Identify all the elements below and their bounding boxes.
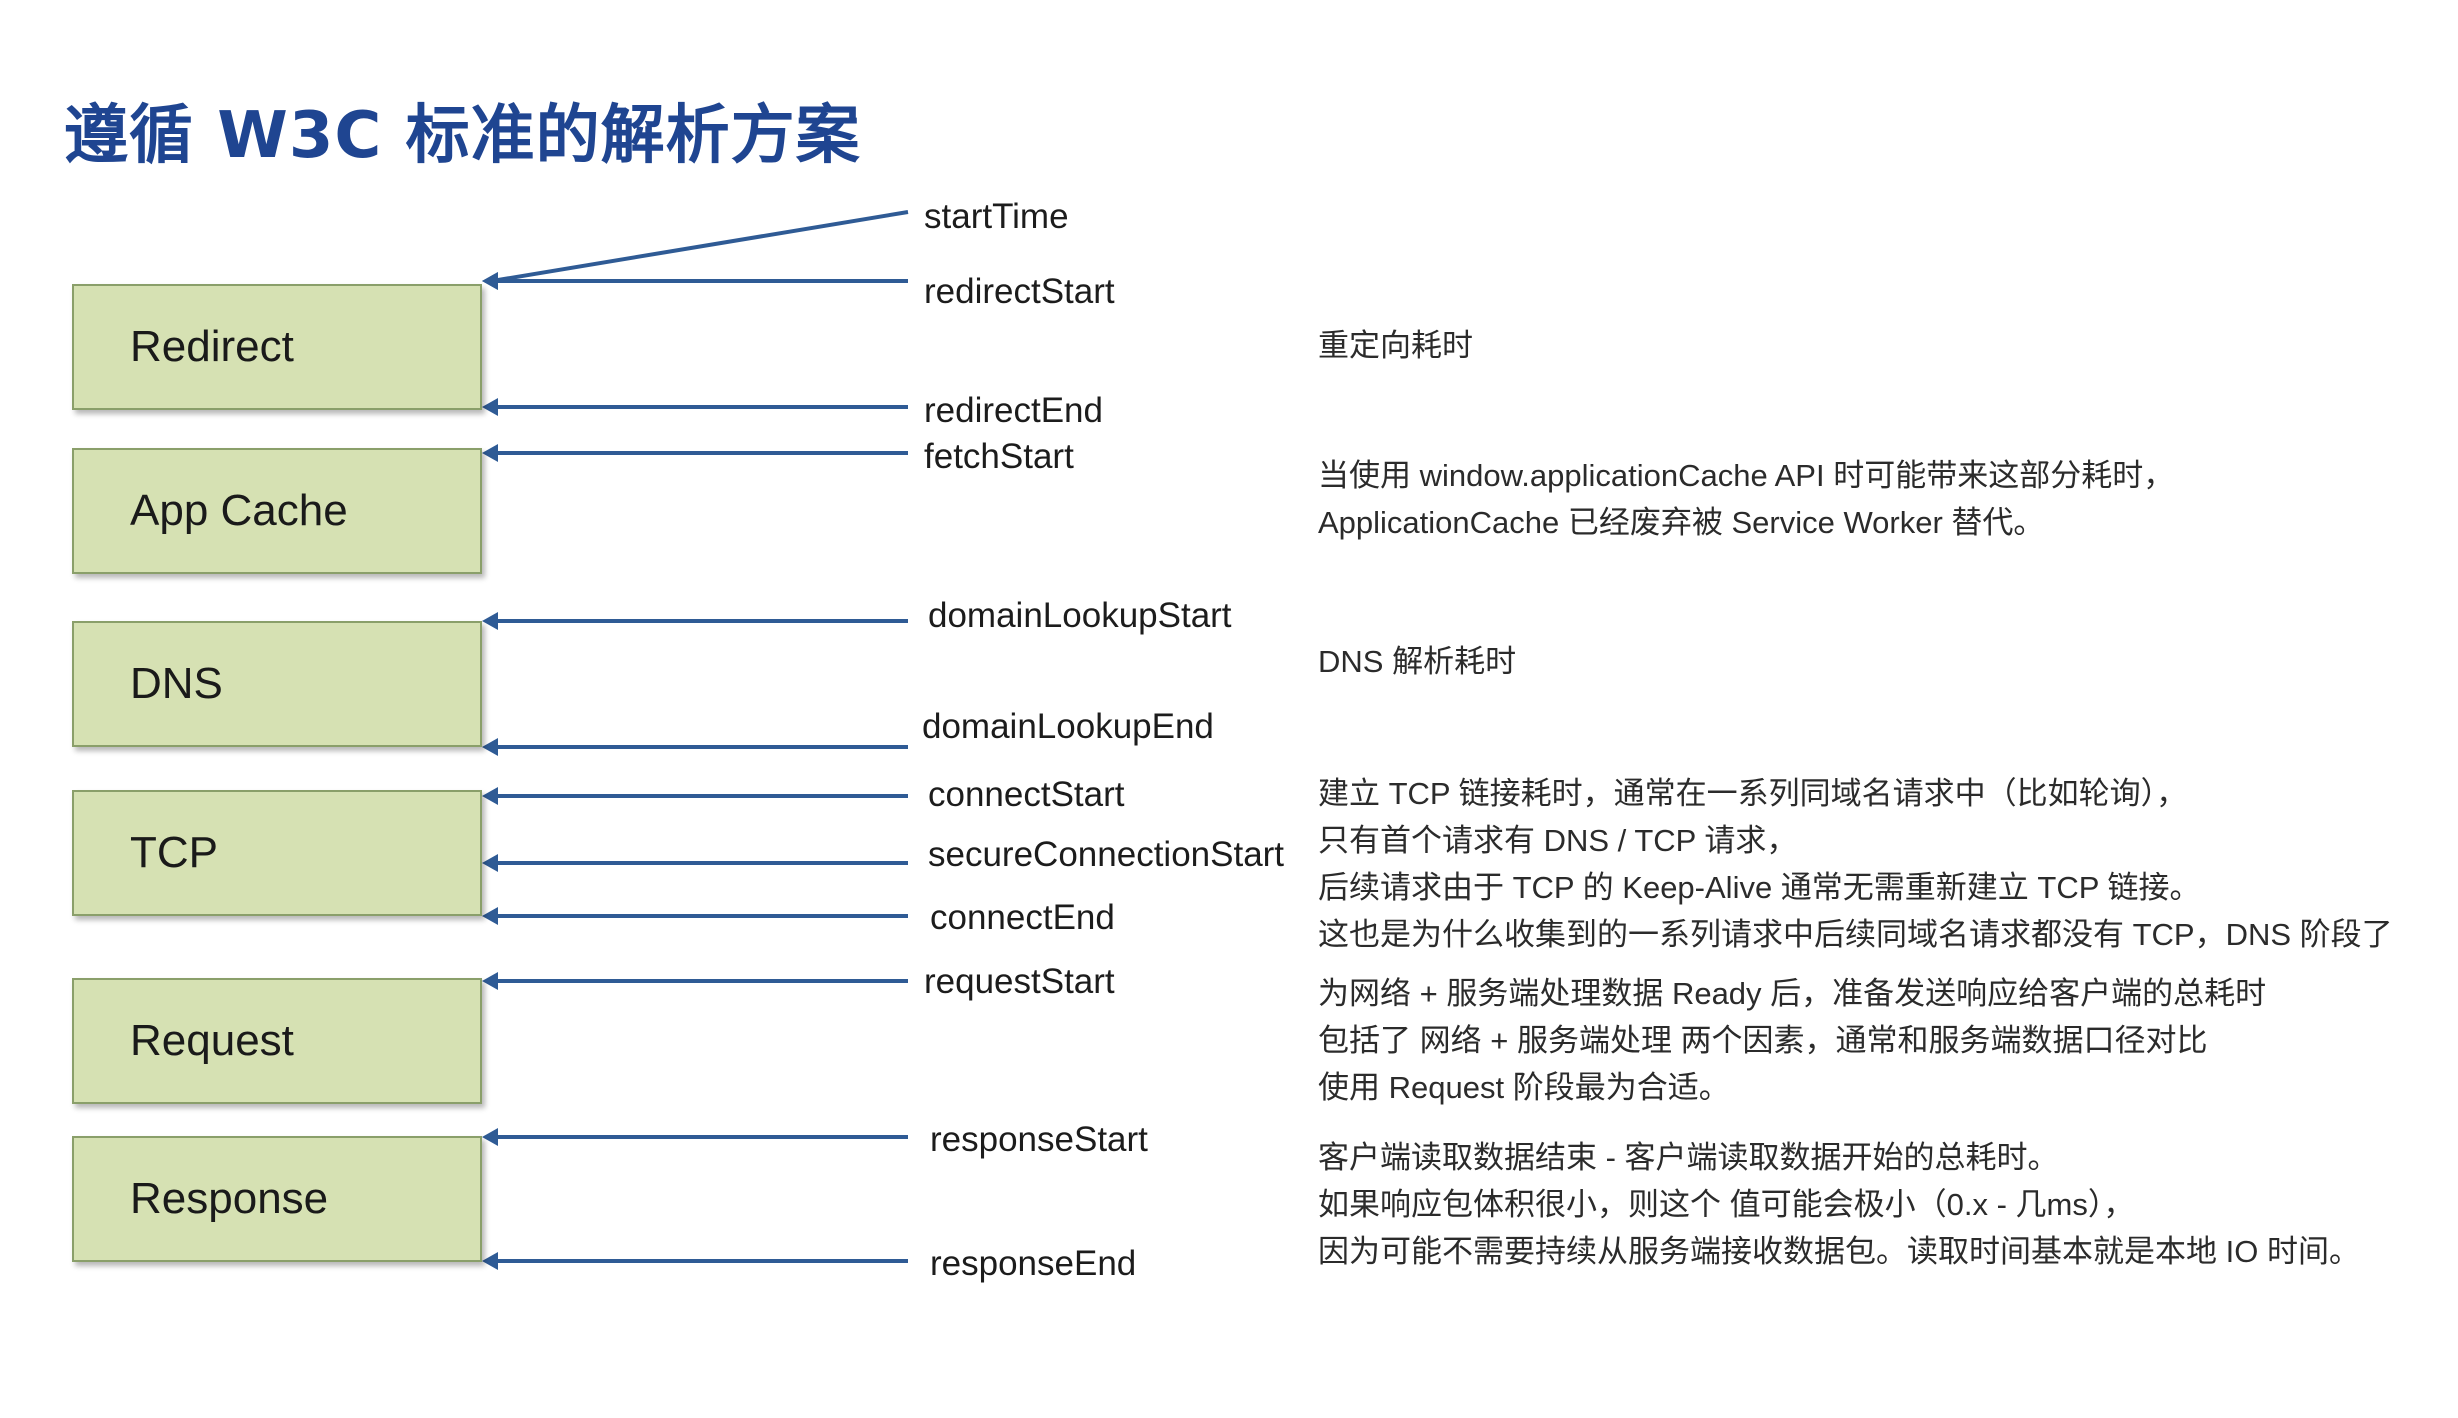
note-line: 客户端读取数据结束 - 客户端读取数据开始的总耗时。 <box>1318 1140 2059 1175</box>
note-app-cache: 当使用 window.applicationCache API 时可能带来这部分… <box>1318 452 2174 546</box>
arrow-head-domainLookupEnd <box>482 738 498 756</box>
note-line: 这也是为什么收集到的一系列请求中后续同域名请求都没有 TCP，DNS 阶段了 <box>1318 917 2393 952</box>
marker-domainLookupEnd: domainLookupEnd <box>922 707 1214 746</box>
phase-label: Redirect <box>130 322 294 371</box>
marker-fetchStart: fetchStart <box>924 437 1074 476</box>
phase-label: App Cache <box>130 486 348 535</box>
marker-responseStart: responseStart <box>930 1120 1148 1159</box>
phase-label: DNS <box>130 659 223 708</box>
note-line: ApplicationCache 已经废弃被 Service Worker 替代… <box>1318 505 2045 540</box>
arrow-head-connectEnd <box>482 907 498 925</box>
note-tcp: 建立 TCP 链接耗时，通常在一系列同域名请求中（比如轮询）， 只有首个请求有 D… <box>1318 770 2393 958</box>
arrow-head-connectStart <box>482 787 498 805</box>
note-line: 为网络 + 服务端处理数据 Ready 后，准备发送响应给客户端的总耗时 <box>1318 976 2267 1011</box>
phase-box-dns: DNS <box>72 621 482 747</box>
arrow-line-startTime <box>491 210 909 283</box>
note-line: 重定向耗时 <box>1318 328 1473 363</box>
marker-responseEnd: responseEnd <box>930 1244 1137 1283</box>
note-request: 为网络 + 服务端处理数据 Ready 后，准备发送响应给客户端的总耗时包括了 … <box>1318 970 2266 1111</box>
phase-label: TCP <box>130 828 218 877</box>
phase-box-app-cache: App Cache <box>72 448 482 574</box>
note-line: 如果响应包体积很小，则这个 值可能会极小（0.x - 几ms）， <box>1318 1187 2135 1222</box>
arrow-head-redirectEnd <box>482 398 498 416</box>
phase-box-response: Response <box>72 1136 482 1262</box>
marker-connectEnd: connectEnd <box>930 898 1115 937</box>
note-line: 后续请求由于 TCP 的 Keep-Alive 通常无需重新建立 TCP 链接。 <box>1318 870 2201 905</box>
arrow-head-fetchStart <box>482 444 498 462</box>
arrow-head-redirectStart <box>482 272 498 290</box>
marker-domainLookupStart: domainLookupStart <box>928 596 1232 635</box>
phase-box-request: Request <box>72 978 482 1104</box>
phase-label: Request <box>130 1016 294 1065</box>
arrow-head-requestStart <box>482 972 498 990</box>
page-title: 遵循 W3C 标准的解析方案 <box>64 99 861 173</box>
phase-box-tcp: TCP <box>72 790 482 916</box>
note-line: 建立 TCP 链接耗时，通常在一系列同域名请求中（比如轮询）， <box>1318 776 2188 811</box>
phase-box-redirect: Redirect <box>72 284 482 410</box>
note-redirect: 重定向耗时 <box>1318 322 1473 369</box>
marker-redirectStart: redirectStart <box>924 272 1115 311</box>
marker-redirectEnd: redirectEnd <box>924 391 1103 430</box>
marker-requestStart: requestStart <box>924 962 1115 1001</box>
note-line: 因为可能不需要持续从服务端接收数据包。读取时间基本就是本地 IO 时间。 <box>1318 1234 2360 1269</box>
arrow-head-domainLookupStart <box>482 612 498 630</box>
note-line: DNS 解析耗时 <box>1318 644 1517 679</box>
arrow-head-responseStart <box>482 1128 498 1146</box>
marker-secureConnectionStart: secureConnectionStart <box>928 835 1285 874</box>
arrow-head-secureConnectionStart <box>482 854 498 872</box>
phase-label: Response <box>130 1174 329 1223</box>
note-line: 当使用 window.applicationCache API 时可能带来这部分… <box>1318 458 2175 493</box>
marker-connectStart: connectStart <box>928 775 1125 814</box>
note-response: 客户端读取数据结束 - 客户端读取数据开始的总耗时。如果响应包体积很小，则这个 … <box>1318 1134 2360 1275</box>
note-dns: DNS 解析耗时 <box>1318 638 1516 685</box>
note-line: 使用 Request 阶段最为合适。 <box>1318 1070 1730 1105</box>
note-line: 只有首个请求有 DNS / TCP 请求， <box>1318 823 1798 858</box>
note-line: 包括了 网络 + 服务端处理 两个因素，通常和服务端数据口径对比 <box>1318 1023 2208 1058</box>
marker-startTime: startTime <box>924 197 1069 236</box>
arrow-head-responseEnd <box>482 1252 498 1270</box>
